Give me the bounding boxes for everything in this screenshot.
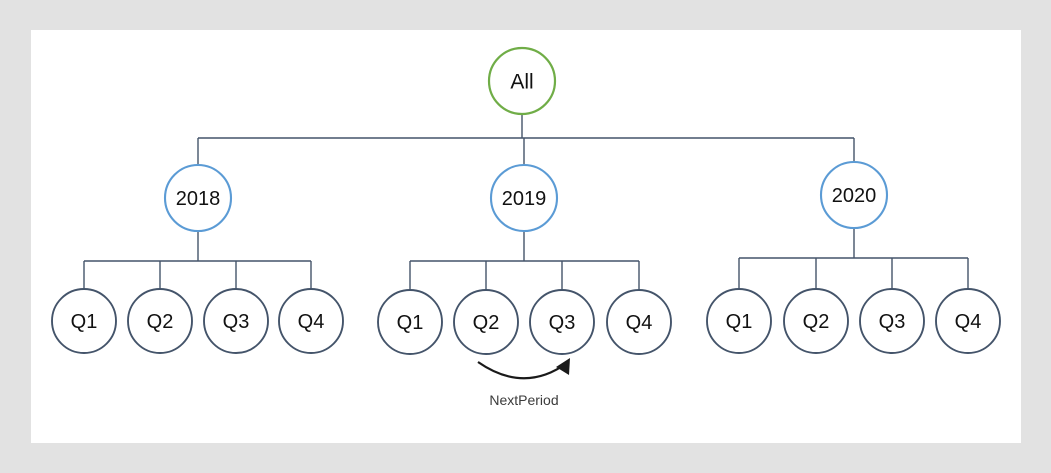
node-2019-q3-label: Q3: [549, 312, 576, 334]
node-2018-q3-label: Q3: [223, 311, 250, 333]
node-2019-circle[interactable]: [489, 163, 559, 233]
connector-root-to-years: [197, 114, 855, 165]
node-all-label: All: [510, 71, 533, 94]
node-2020-circle[interactable]: [819, 160, 889, 230]
node-2019-q1-circle[interactable]: [377, 289, 443, 355]
node-2019-q2-label: Q2: [473, 312, 500, 334]
node-2019-label: 2019: [502, 188, 547, 210]
node-2019[interactable]: 2019: [489, 163, 559, 233]
node-2020-q1-circle[interactable]: [706, 288, 772, 354]
node-2020-q2[interactable]: Q2: [783, 288, 849, 354]
node-2020-q1-label: Q1: [726, 311, 753, 333]
node-2019-q1-label: Q1: [397, 312, 424, 334]
node-2020-q4[interactable]: Q4: [935, 288, 1001, 354]
next-period-relationship[interactable]: NextPeriod: [477, 358, 570, 408]
node-2018[interactable]: 2018: [163, 163, 233, 233]
node-2018-q1-circle[interactable]: [51, 288, 117, 354]
node-all[interactable]: All: [487, 46, 557, 116]
node-2018-q2-circle[interactable]: [127, 288, 193, 354]
node-2020-q2-circle[interactable]: [783, 288, 849, 354]
node-2020[interactable]: 2020: [819, 160, 889, 230]
node-2019-q3-circle[interactable]: [529, 289, 595, 355]
next-period-arrow-icon: [477, 361, 568, 380]
node-2020-q3[interactable]: Q3: [859, 288, 925, 354]
node-2018-q3-circle[interactable]: [203, 288, 269, 354]
node-2018-q2[interactable]: Q2: [127, 288, 193, 354]
next-period-arrowhead-icon: [556, 358, 570, 375]
node-2020-label: 2020: [832, 185, 877, 207]
connector-2018-to-quarters: [83, 231, 312, 289]
next-period-label: NextPeriod: [489, 392, 558, 408]
connector-2020-to-quarters: [738, 228, 969, 289]
node-2019-q4-label: Q4: [626, 312, 653, 334]
node-2018-q3[interactable]: Q3: [203, 288, 269, 354]
node-2019-q1[interactable]: Q1: [377, 289, 443, 355]
node-all-circle[interactable]: [487, 46, 557, 116]
node-2019-q2-circle[interactable]: [453, 289, 519, 355]
node-2020-q3-circle[interactable]: [859, 288, 925, 354]
node-2019-q2[interactable]: Q2: [453, 289, 519, 355]
node-2019-q4[interactable]: Q4: [606, 289, 672, 355]
node-2020-q1[interactable]: Q1: [706, 288, 772, 354]
node-2018-circle[interactable]: [163, 163, 233, 233]
node-2018-q4-circle[interactable]: [278, 288, 344, 354]
node-2020-q3-label: Q3: [879, 311, 906, 333]
node-2020-q4-circle[interactable]: [935, 288, 1001, 354]
node-2018-q2-label: Q2: [147, 311, 174, 333]
node-2018-q1-label: Q1: [71, 311, 98, 333]
node-2018-label: 2018: [176, 188, 221, 210]
connector-2019-to-quarters: [409, 231, 640, 290]
node-2020-q2-label: Q2: [803, 311, 830, 333]
node-2020-q4-label: Q4: [955, 311, 982, 333]
node-2018-q4-label: Q4: [298, 311, 325, 333]
node-2019-q3[interactable]: Q3: [529, 289, 595, 355]
node-2018-q1[interactable]: Q1: [51, 288, 117, 354]
node-2019-q4-circle[interactable]: [606, 289, 672, 355]
node-2018-q4[interactable]: Q4: [278, 288, 344, 354]
